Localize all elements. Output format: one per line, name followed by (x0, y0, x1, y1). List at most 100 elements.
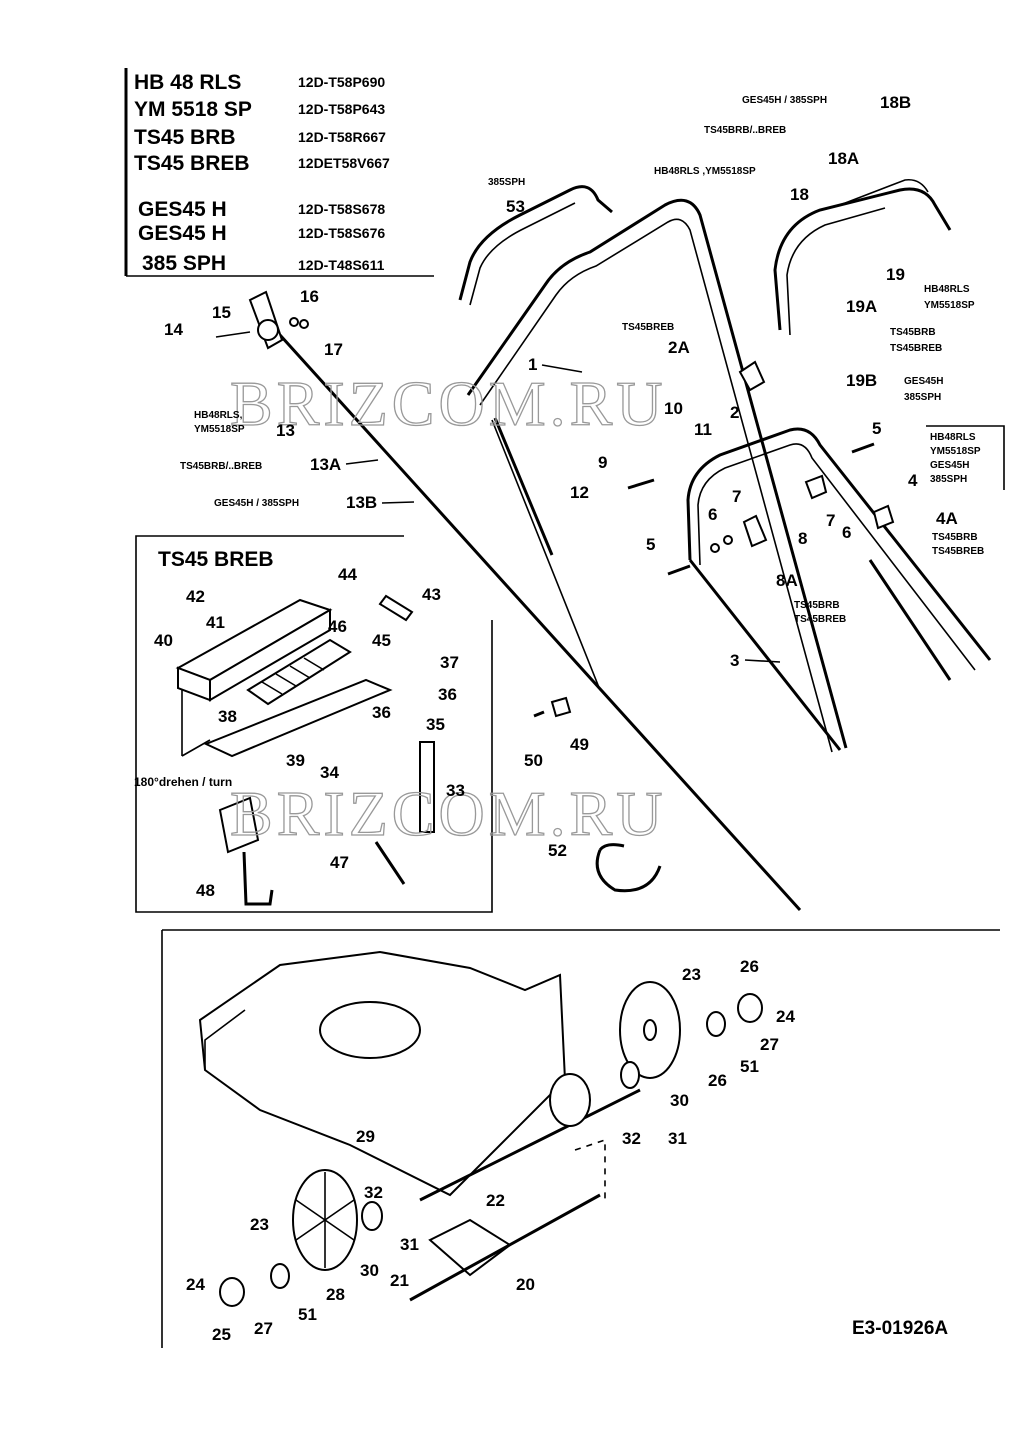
callout: 3 (730, 651, 739, 670)
model-code: 12D-T58P643 (298, 101, 385, 117)
variant-note: YM5518SP (194, 424, 245, 435)
callout: 2A (668, 338, 690, 357)
charger-cable (242, 851, 274, 906)
variant-note: TS45BRB (794, 600, 840, 611)
washer-7 (723, 535, 733, 545)
callout: 18B (880, 93, 911, 112)
callout: 51 (298, 1305, 317, 1324)
axle (419, 1088, 641, 1202)
model-name: GES45 H (138, 222, 227, 245)
callout: 27 (760, 1035, 779, 1054)
callout: 26 (708, 1071, 727, 1090)
callout: 35 (426, 715, 445, 734)
callout: 23 (250, 1215, 269, 1234)
callout: 43 (422, 585, 441, 604)
wheel-hub (643, 1019, 657, 1041)
battery-cover-40-front (209, 608, 331, 702)
variant-note: TS45BRB (890, 327, 936, 338)
callout: 53 (506, 197, 525, 216)
lower-handle-inner (697, 443, 976, 671)
mounting-plate-39 (203, 678, 393, 758)
grip-bar-53-edge (469, 202, 576, 306)
callout: 6 (708, 505, 717, 524)
note-bracket (926, 425, 1005, 490)
callout: 8A (776, 571, 798, 590)
callouts: 1 2 2A 3 4 4A 5 5 6 6 7 7 8 8A 9 10 11 1… (154, 93, 958, 1344)
washer-51 (706, 1011, 726, 1037)
callout: 13B (346, 493, 377, 512)
bolt-47 (374, 841, 406, 885)
drawing-reference: E3-01926A (852, 1318, 948, 1339)
callout: 15 (212, 303, 231, 322)
variant-note: GES45H / 385SPH (214, 498, 299, 509)
callout: 2 (730, 403, 739, 422)
callout: 27 (254, 1319, 273, 1338)
inset-note: 180°drehen / turn (134, 775, 232, 789)
callout: 1 (528, 355, 537, 374)
bolt-5 (851, 442, 875, 454)
washer-16 (289, 317, 299, 327)
handle-assembly (215, 178, 992, 912)
callout: 45 (372, 631, 391, 650)
zone-control-hub (257, 319, 279, 341)
cable-12 (491, 419, 601, 691)
callout: 19 (886, 265, 905, 284)
leader-line (345, 459, 379, 465)
variant-note: TS45BRB/..BREB (180, 461, 262, 472)
variant-note: TS45BREB (622, 322, 674, 333)
callout: 48 (196, 881, 215, 900)
bolt-5 (667, 564, 691, 576)
callout: 46 (328, 617, 347, 636)
deck-assembly (161, 929, 1000, 1348)
variant-note: TS45BREB (794, 614, 846, 625)
clip-4a (872, 504, 895, 530)
variant-note: GES45H / 385SPH (742, 95, 827, 106)
model-name: YM 5518 SP (134, 98, 252, 121)
callout: 19B (846, 371, 877, 390)
callout: 24 (776, 1007, 795, 1026)
variant-note: 385SPH (904, 392, 941, 403)
upper-handle (466, 198, 848, 749)
callout: 32 (364, 1183, 383, 1202)
control-bar-18b (839, 178, 929, 206)
screw-50 (533, 710, 545, 718)
model-code: 12D-T48S611 (298, 257, 385, 273)
callout: 40 (154, 631, 173, 650)
callout: 17 (324, 340, 343, 359)
callout: 28 (326, 1285, 345, 1304)
callout: 9 (598, 453, 607, 472)
clamp-2 (738, 360, 766, 392)
cable-tie-52 (595, 843, 662, 893)
callout: 12 (570, 483, 589, 502)
callout: 18 (790, 185, 809, 204)
callout: 13A (310, 455, 341, 474)
callout: 31 (400, 1235, 419, 1254)
inset-title: TS45 BREB (158, 548, 274, 571)
callout: 11 (694, 420, 712, 439)
variant-note: GES45H (930, 460, 969, 471)
callout: 34 (320, 763, 339, 782)
nut-17 (299, 319, 309, 329)
deck-rim (204, 1009, 246, 1070)
key-43 (378, 594, 414, 622)
knob-8 (804, 474, 828, 500)
battery-cell (261, 681, 283, 695)
callout: 4A (936, 509, 958, 528)
grip-bar-53 (458, 185, 613, 301)
callout: 49 (570, 735, 589, 754)
callout: 51 (740, 1057, 759, 1076)
callout: 14 (164, 320, 183, 339)
gear-30 (361, 1201, 383, 1231)
battery-cell (289, 665, 311, 679)
watermark: BRIZCOM.RU (230, 778, 667, 849)
battery-cell (303, 657, 325, 671)
mower-deck (198, 950, 567, 1197)
callout: 22 (486, 1191, 505, 1210)
model-code: 12D-T58S676 (298, 225, 385, 241)
model-name: GES45 H (138, 198, 227, 221)
cable-13 (278, 333, 802, 912)
callout: 10 (664, 399, 683, 418)
model-name: TS45 BRB (134, 126, 236, 149)
model-code: 12D-T58R667 (298, 129, 386, 145)
gear-30 (620, 1061, 640, 1089)
